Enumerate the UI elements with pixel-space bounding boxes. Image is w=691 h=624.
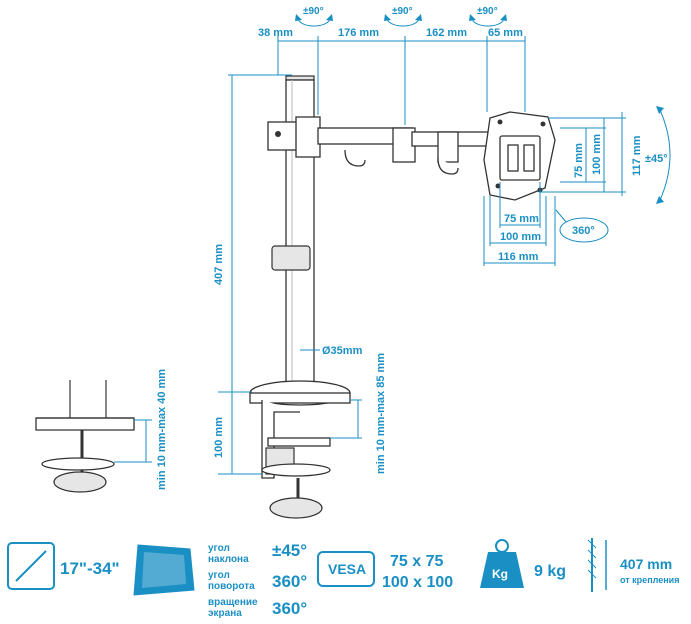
- screen-size-icon: [7, 542, 55, 590]
- spec-bar: 17"-34" угол наклона ±45° угол поворота …: [7, 538, 679, 619]
- dim-base-100: 100 mm: [213, 417, 225, 458]
- vesa-badge: VESA: [328, 561, 366, 577]
- dim-407mm: 407 mm: [213, 244, 225, 285]
- vesa-badge-frame: [317, 551, 375, 587]
- weight-icon: [480, 552, 524, 588]
- vesa-plate: [483, 111, 556, 201]
- rotation-label: вращение: [208, 597, 258, 608]
- rotation-value: 360°: [272, 599, 307, 618]
- clamp-dims: [218, 391, 362, 475]
- tilt-label: угол: [208, 543, 230, 554]
- dim-plate-117: 117 mm: [631, 135, 643, 176]
- screen-size: 17"-34": [60, 559, 120, 578]
- dim-pole-diameter: Ø35mm: [322, 345, 363, 357]
- dim-vesa-100v: 100 mm: [591, 134, 603, 175]
- dim-clamp-85: min 10 mm-max 85 mm: [375, 353, 387, 474]
- swivel-label: угол: [208, 570, 230, 581]
- rotation-icon-3: [469, 14, 507, 27]
- dim-vesa-100h: 100 mm: [500, 231, 541, 243]
- dim-vesa-75v: 75 mm: [573, 143, 585, 178]
- top-dimension-lines: [277, 36, 526, 125]
- base-clamp: [249, 380, 351, 519]
- monitor-panel-icon: [133, 544, 195, 596]
- dim-38mm: 38 mm: [258, 27, 293, 39]
- swivel-value: 360°: [272, 572, 307, 591]
- swivel-label-2: поворота: [208, 581, 255, 592]
- weight-badge: Kg: [492, 567, 508, 581]
- dim-162mm: 162 mm: [426, 27, 467, 39]
- weight-value: 9 kg: [534, 563, 566, 580]
- height-label: от крепления: [620, 575, 679, 585]
- dim-rotate: 360°: [572, 225, 595, 237]
- dim-plate-116: 116 mm: [498, 251, 539, 263]
- dim-clamp-40: min 10 mm-max 40 mm: [156, 369, 168, 490]
- rot-label-1: ±90°: [303, 6, 324, 17]
- rotation-icon-1: [295, 14, 333, 27]
- height-value: 407 mm: [620, 556, 672, 572]
- tilt-icon: [656, 106, 671, 204]
- rotation-icon-2: [384, 14, 422, 27]
- clamp-detail: [35, 380, 152, 493]
- rotation-label-2: экрана: [208, 608, 242, 619]
- dim-tilt: ±45°: [645, 153, 668, 165]
- vesa-size-1: 75 x 75: [390, 553, 443, 570]
- tilt-value: ±45°: [272, 541, 307, 560]
- vesa-horizontal-dims: [483, 182, 556, 266]
- vesa-size-2: 100 x 100: [382, 574, 453, 591]
- rotate-360-icon: [555, 209, 609, 243]
- vesa-vertical-dims: [540, 112, 626, 196]
- tilt-label-2: наклона: [208, 554, 249, 565]
- dim-vesa-75h: 75 mm: [504, 213, 539, 225]
- rot-label-3: ±90°: [477, 6, 498, 17]
- dim-65mm: 65 mm: [488, 27, 523, 39]
- rot-label-2: ±90°: [392, 6, 413, 17]
- pole-collar: [271, 245, 311, 271]
- dim-176mm: 176 mm: [338, 27, 379, 39]
- arm: [267, 116, 499, 175]
